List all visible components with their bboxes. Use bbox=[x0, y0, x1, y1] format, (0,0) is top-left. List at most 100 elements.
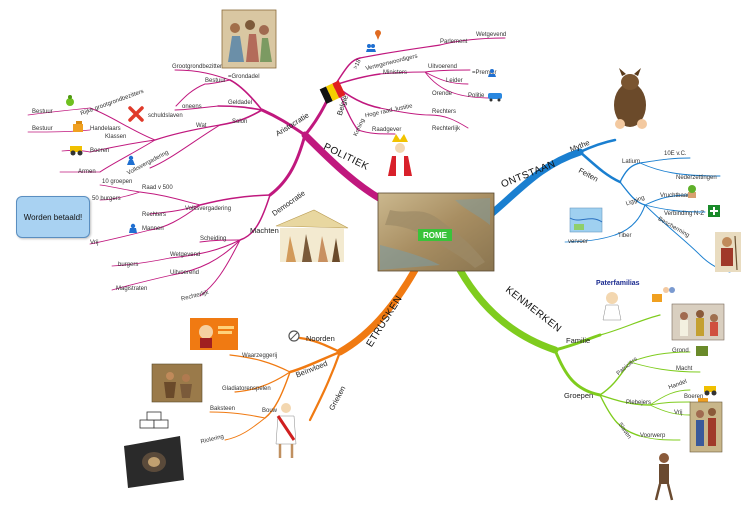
police-car-icon bbox=[488, 93, 502, 102]
cross-icon bbox=[128, 106, 144, 122]
grond-icon bbox=[696, 346, 708, 356]
latium-label: Latium bbox=[622, 159, 640, 165]
waarzeggerij-label: Waarzeggerij bbox=[242, 353, 277, 359]
voorwerp-label: Voorwerp bbox=[640, 433, 666, 439]
uitvoerend-label: Uitvoerend bbox=[428, 64, 457, 70]
vrij-label: Vrij bbox=[90, 240, 98, 246]
note-text: Worden betaald! bbox=[23, 212, 83, 222]
slaven-label: Slaven bbox=[617, 422, 632, 440]
baksteen-label: Baksteen bbox=[210, 406, 235, 412]
leider-label: Leider bbox=[446, 78, 463, 84]
democracy-painting-image bbox=[275, 209, 349, 262]
demo-rechterlijk-label: Rechterlijk bbox=[181, 290, 211, 303]
armen-label: Armen bbox=[78, 169, 96, 175]
boeren-label-k: Boeren bbox=[684, 394, 703, 400]
scheiding-label: Scheiding bbox=[200, 236, 226, 242]
tractor-icon bbox=[70, 146, 83, 156]
wat-label: Wat bbox=[196, 123, 207, 129]
tiber-label: Tiber bbox=[618, 233, 631, 239]
koning-label: Koning bbox=[353, 118, 366, 137]
verbinding-label: Verbinding N-Z bbox=[664, 211, 704, 217]
grootgrondbezitters-label: Grootgrondbezitters bbox=[172, 64, 225, 70]
compass-icon bbox=[288, 330, 300, 342]
groepen-label: Groepen bbox=[564, 391, 593, 400]
gladiator-painting-image bbox=[151, 363, 203, 403]
rechterlijk-label: Rechterlijk bbox=[432, 126, 461, 132]
raad500-label: Raad v 500 bbox=[142, 185, 173, 191]
people-icon bbox=[366, 44, 376, 52]
bricks-icon bbox=[139, 411, 169, 429]
magistraten-label: Magistraten bbox=[116, 286, 147, 292]
ligging-label: Ligging bbox=[625, 195, 645, 207]
etrusken-label: ETRUSKEN bbox=[365, 294, 405, 349]
geldadel-label: Geldadel bbox=[228, 100, 252, 106]
handelaars-label: Handelaars bbox=[90, 126, 121, 132]
plant-pot-icon bbox=[688, 185, 696, 198]
gladiatorenspelen-label: Gladiatorenspelen bbox=[222, 386, 271, 392]
oneens-label: oneens bbox=[182, 104, 202, 110]
ministers-label: Ministers bbox=[383, 70, 407, 76]
wolf-image bbox=[614, 68, 647, 129]
orende-label: Orende bbox=[432, 91, 453, 97]
bestuur3-label: Bestuur bbox=[32, 126, 53, 132]
bouw-label: Bouw bbox=[262, 408, 278, 414]
fortune-teller-image bbox=[190, 318, 238, 350]
tiber-map-image bbox=[569, 207, 603, 233]
soldier-image bbox=[715, 232, 741, 272]
pin-icon bbox=[375, 30, 381, 40]
king-icon bbox=[388, 134, 412, 176]
handel-label: Handel bbox=[668, 379, 688, 391]
solon-label: Solon bbox=[232, 119, 247, 125]
etrusken-branch bbox=[336, 266, 419, 356]
klassen-label: Klassen bbox=[105, 134, 126, 140]
familie-label: Familie bbox=[566, 336, 590, 345]
paterfamilias-label: Paterfamilias bbox=[596, 280, 640, 287]
vruchtbaar-label: Vruchtbaar bbox=[660, 193, 689, 199]
vrij-label-k: Vrij bbox=[674, 410, 682, 416]
demo-wetgevend-label: Wetgevend bbox=[170, 252, 200, 258]
sewer-image bbox=[124, 436, 184, 488]
macht-label: Macht bbox=[676, 366, 693, 372]
tractor-icon-k bbox=[704, 386, 717, 396]
money-bag-icon bbox=[66, 95, 74, 106]
mannen-label: Mannen bbox=[142, 226, 164, 232]
noorden-label: Noorden bbox=[306, 334, 335, 343]
bestuur2-label: Bestuur bbox=[32, 109, 53, 115]
man-icon-demo bbox=[129, 223, 137, 233]
coins-icon bbox=[73, 121, 83, 132]
wetgevend-label: Wetgevend bbox=[476, 32, 506, 38]
slave-image bbox=[654, 453, 674, 501]
burgers-label: burgers bbox=[118, 262, 138, 268]
ontstaan-branch bbox=[486, 148, 584, 219]
grondadel-label: =Grondadel bbox=[228, 74, 260, 80]
demo-uitvoerend-label: Uitvoerend bbox=[170, 270, 199, 276]
roman-family-painting-image bbox=[671, 303, 725, 341]
center-label: ROME bbox=[423, 231, 448, 240]
parlement-label: Parlement bbox=[440, 39, 468, 45]
beinvloed-label: Beïnvloed bbox=[294, 359, 328, 380]
patriciers-label: Patriciërs bbox=[616, 356, 639, 377]
paterfamilias-man-icon bbox=[602, 292, 622, 321]
belgian-flag-icon bbox=[319, 80, 346, 104]
ouder18-label: >18 bbox=[353, 58, 363, 70]
riolering-label: Riolering bbox=[200, 434, 224, 446]
bescherming-label: Bescherming bbox=[657, 216, 690, 239]
family-icon bbox=[663, 287, 675, 293]
grieken-label: Grieken bbox=[327, 384, 347, 411]
ve-chr-label: 10E v.C. bbox=[664, 151, 687, 157]
groepen10-label: 10 groepen bbox=[102, 179, 132, 185]
grond-label: Grond bbox=[672, 348, 689, 354]
premier-label: =Premier bbox=[472, 70, 497, 76]
plus-icon bbox=[708, 205, 720, 217]
aristocracy-engraving-image bbox=[221, 9, 277, 69]
politie-label: Politie bbox=[468, 93, 485, 99]
plebeians-painting-image bbox=[689, 401, 723, 453]
coins-icon-k bbox=[652, 294, 662, 302]
center-map-image bbox=[377, 192, 495, 272]
schuldslaven-label: schuldslaven bbox=[148, 113, 183, 119]
woman-icon bbox=[127, 155, 135, 165]
nederzettingen-label: Nederzettingen bbox=[676, 175, 717, 181]
greek-man-image bbox=[275, 403, 297, 458]
machten-label: Machten bbox=[250, 226, 279, 235]
